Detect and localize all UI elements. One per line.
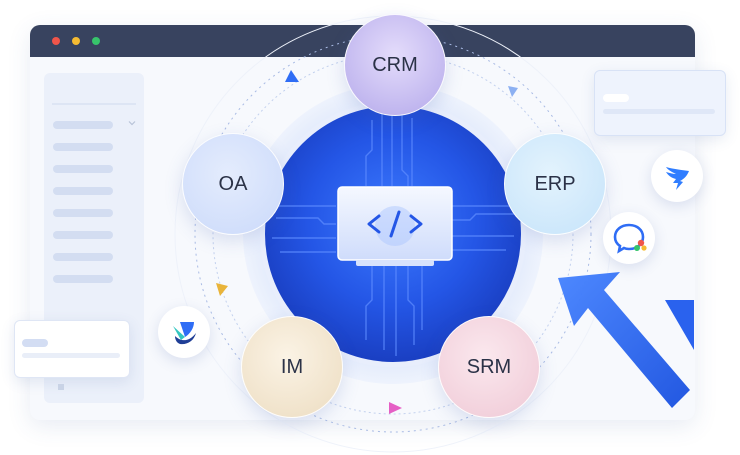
code-brackets-icon [367, 210, 423, 238]
dingtalk-icon[interactable] [651, 150, 703, 202]
oa-node[interactable]: OA [182, 133, 284, 235]
minimize-window-button[interactable] [72, 37, 80, 45]
erp-label: ERP [534, 172, 576, 195]
sidebar-item[interactable] [53, 275, 113, 283]
chevron-down-icon[interactable] [128, 119, 136, 127]
srm-label: SRM [466, 355, 512, 378]
sidebar-item[interactable] [53, 121, 113, 129]
sidebar-item[interactable] [53, 231, 113, 239]
card-line [22, 353, 120, 358]
info-card-left [14, 320, 130, 378]
close-window-button[interactable] [52, 37, 60, 45]
flow-arrow-icon [285, 70, 299, 82]
flow-arrow-icon [216, 283, 228, 296]
sidebar-item[interactable] [53, 165, 113, 173]
info-card-right [594, 70, 726, 136]
card-pill [603, 94, 629, 102]
cursor-arrow-graphic [558, 272, 694, 408]
im-label: IM [280, 355, 304, 378]
sidebar-item[interactable] [53, 143, 113, 151]
srm-node[interactable]: SRM [438, 316, 540, 418]
chat-bubble-icon[interactable] [603, 212, 655, 264]
sidebar-footer-marker [58, 384, 64, 390]
sidebar-item[interactable] [53, 209, 113, 217]
oa-label: OA [218, 172, 248, 195]
card-pill [22, 339, 48, 347]
crm-node[interactable]: CRM [344, 14, 446, 116]
feishu-icon[interactable] [158, 306, 210, 358]
sidebar-item[interactable] [53, 187, 113, 195]
crm-label: CRM [372, 53, 418, 76]
card-line [603, 109, 715, 114]
im-node[interactable]: IM [241, 316, 343, 418]
monitor-stand [356, 260, 434, 266]
flow-arrow-icon [508, 86, 518, 97]
sidebar-item[interactable] [53, 253, 113, 261]
maximize-window-button[interactable] [92, 37, 100, 45]
circuit-lines [270, 108, 516, 356]
flow-arrow-icon [389, 402, 402, 414]
sidebar-divider [52, 103, 136, 105]
erp-node[interactable]: ERP [504, 133, 606, 235]
